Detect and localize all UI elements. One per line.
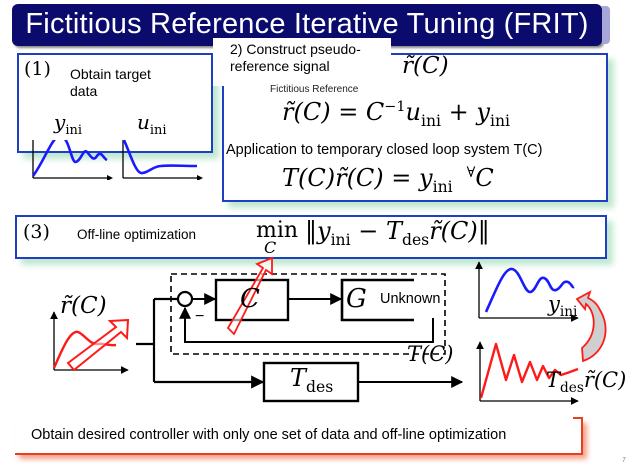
u-ini-symbol: u	[137, 110, 150, 134]
output-tdes-t: T	[546, 368, 561, 392]
tdes-sub: des	[306, 377, 334, 396]
output-plot-yini	[475, 261, 579, 322]
equation-pseudo-reference: r̃(C) = C−1uini + yini	[282, 98, 510, 130]
controller-label: C	[240, 284, 260, 314]
conclusion-text: Obtain desired controller with only one …	[31, 427, 507, 443]
update-arrow-large	[66, 318, 130, 372]
output-yini-label: yini	[548, 292, 577, 320]
plant-label: G	[346, 284, 367, 314]
y-ini-plot	[31, 140, 113, 180]
output-yini-sub: ini	[559, 304, 578, 321]
eq1-exponent: −1	[384, 99, 406, 115]
conclusion-box	[15, 419, 583, 455]
plant-block	[340, 278, 414, 322]
step3-number: (3)	[23, 221, 50, 243]
summing-junction	[176, 290, 194, 308]
title-bar-edge	[602, 6, 610, 44]
step3-panel	[15, 215, 607, 259]
output-yini-symbol: y	[548, 292, 560, 316]
slide-title: Fictitious Reference Iterative Tuning (F…	[25, 8, 589, 40]
loop-label: T(C)	[407, 342, 454, 366]
eq2-c: C	[475, 164, 494, 192]
objective-t-sub: des	[401, 230, 430, 249]
tdes-t: T	[290, 364, 307, 392]
step1-number: (1)	[24, 58, 51, 80]
callout-line2: reference signal	[230, 58, 330, 74]
eq1-y: + y	[441, 98, 490, 126]
min-subscript: C	[264, 238, 277, 257]
unknown-label: Unknown	[380, 291, 441, 307]
u-ini-plot	[122, 140, 203, 180]
minus-sign: −	[195, 308, 205, 325]
feedback-path	[179, 306, 434, 343]
eq1-u: u	[405, 98, 421, 126]
eq2-lhs: T(C)r̃(C) = y	[282, 164, 433, 192]
tdes-label: Tdes	[290, 364, 333, 396]
step1-label-line2: data	[70, 83, 98, 99]
output-tdes-r: r̃(C)	[583, 368, 627, 392]
eq1-y-sub: ini	[489, 111, 510, 130]
fictitious-reference-label: Fictitious Reference	[270, 84, 359, 93]
optimization-objective: ‖yini − Tdesr̃(C)‖	[305, 217, 490, 249]
output-tdes-label: Tdesr̃(C)	[546, 368, 626, 396]
objective-t: − T	[350, 217, 402, 245]
output-plot-tdes-r	[476, 341, 579, 405]
objective-y-sub: ini	[330, 230, 351, 249]
u-ini-subscript: ini	[149, 123, 167, 138]
pseudo-reference-symbol: r̃(C)	[402, 53, 449, 79]
step1-plots	[31, 140, 203, 180]
update-arrow-controller	[226, 256, 273, 336]
page-number-mark: 7	[622, 457, 626, 464]
step2-callout: 2) Construct pseudo- reference signal	[213, 38, 391, 86]
objective-r: r̃(C)‖	[429, 217, 490, 245]
eq2-sub: ini	[432, 177, 453, 196]
forall-symbol: ∀	[466, 165, 476, 181]
application-label: Application to temporary closed loop sys…	[226, 142, 543, 158]
y-ini-subscript: ini	[65, 123, 83, 138]
step3-label: Off-line optimization	[77, 227, 197, 242]
tdes-block	[262, 361, 360, 403]
output-tdes-sub: des	[560, 380, 584, 397]
input-signal-label: r̃(C)	[60, 293, 107, 319]
closed-loop-boundary	[170, 273, 446, 355]
u-ini-label: uini	[137, 110, 167, 138]
objective-y: ‖y	[305, 217, 331, 245]
equation-closed-loop: T(C)r̃(C) = yini ∀C	[282, 164, 494, 196]
step1-label-line1: Obtain target	[70, 66, 151, 82]
eq1-lhs: r̃(C) = C	[282, 98, 385, 126]
callout-line1: 2) Construct pseudo-	[230, 41, 361, 57]
eq1-u-sub: ini	[420, 111, 442, 130]
y-ini-label: yini	[54, 110, 82, 138]
compare-arrow	[575, 290, 607, 363]
step1-panel	[17, 53, 213, 153]
min-operator: min	[256, 218, 299, 243]
input-plot	[50, 311, 130, 374]
conclusion-box-tick	[573, 417, 583, 419]
y-ini-symbol: y	[54, 110, 66, 134]
